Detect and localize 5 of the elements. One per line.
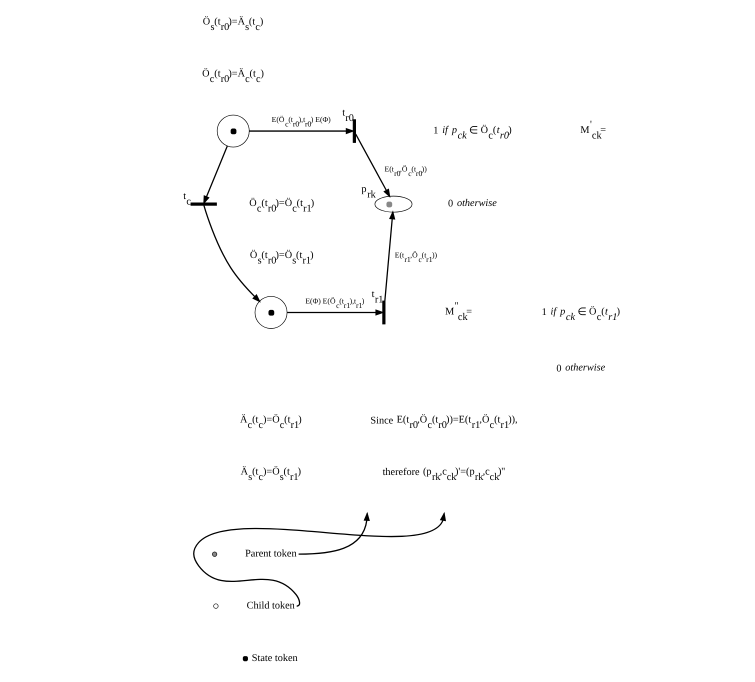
legend-label: State token (252, 653, 298, 664)
node-text: Parent token (245, 548, 297, 560)
label: 0 otherwise (556, 362, 606, 374)
label: 0 otherwise (448, 198, 497, 210)
node-text: Child token (246, 600, 295, 612)
